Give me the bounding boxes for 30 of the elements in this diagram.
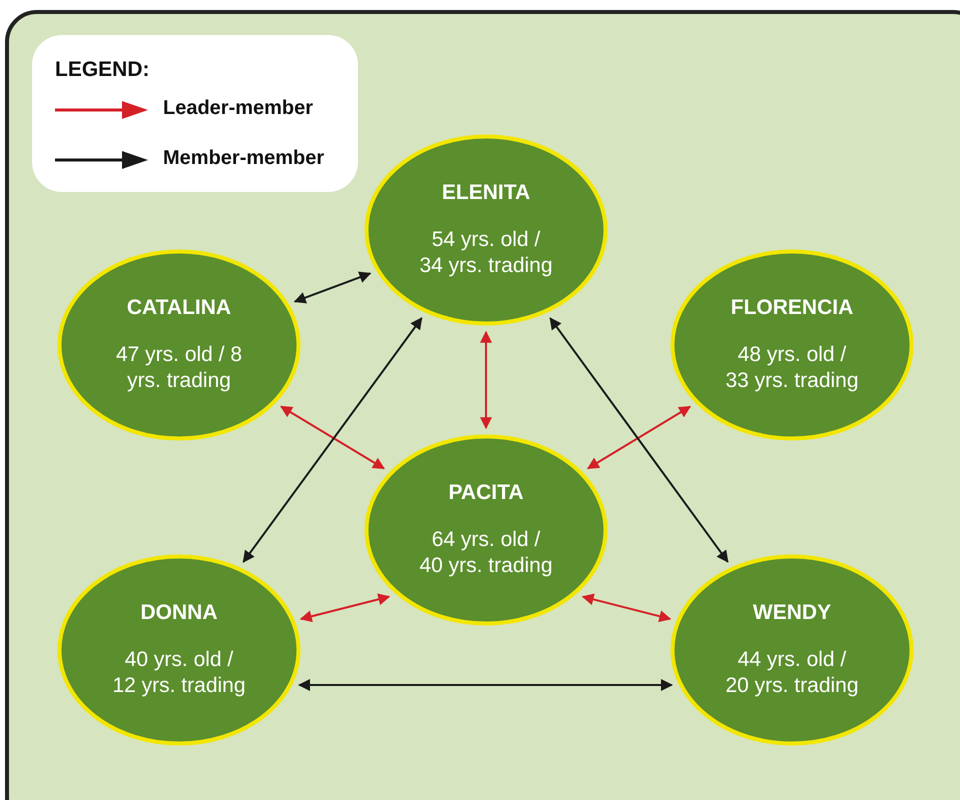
person-ellipse	[364, 434, 608, 626]
person-name: PACITA	[448, 480, 524, 505]
double-arrow	[549, 317, 729, 563]
legend-title: LEGEND:	[55, 58, 150, 82]
person-details: 64 yrs. old / 40 yrs. trading	[418, 526, 554, 579]
person-ellipse	[57, 554, 301, 746]
double-arrow	[480, 330, 492, 430]
person-name: DONNA	[140, 600, 218, 625]
person-ellipse	[670, 554, 914, 746]
person-details: 40 yrs. old / 12 yrs. trading	[111, 646, 247, 699]
person-name: FLORENCIA	[730, 296, 854, 320]
legend-label: Leader-member	[163, 97, 314, 120]
person-ellipse	[364, 134, 608, 326]
double-arrow	[242, 317, 422, 563]
person-ellipse	[670, 249, 914, 441]
person-ellipse	[57, 249, 301, 441]
double-arrow	[300, 593, 390, 622]
double-arrow	[280, 406, 385, 470]
person-name: ELENITA	[442, 180, 530, 205]
double-arrow	[294, 272, 372, 304]
double-arrow	[298, 679, 673, 691]
double-arrow	[586, 406, 692, 470]
person-details: 54 yrs. old / 34 yrs. trading	[418, 226, 554, 279]
person-details: 48 yrs. old / 33 yrs. trading	[724, 342, 860, 394]
double-arrow	[582, 594, 672, 622]
person-name: WENDY	[752, 600, 832, 625]
legend-label: Member-member	[163, 147, 324, 170]
person-details: 44 yrs. old / 20 yrs. trading	[724, 646, 860, 699]
person-name: CATALINA	[126, 296, 232, 320]
person-details: 47 yrs. old / 8 yrs. trading	[114, 342, 244, 394]
